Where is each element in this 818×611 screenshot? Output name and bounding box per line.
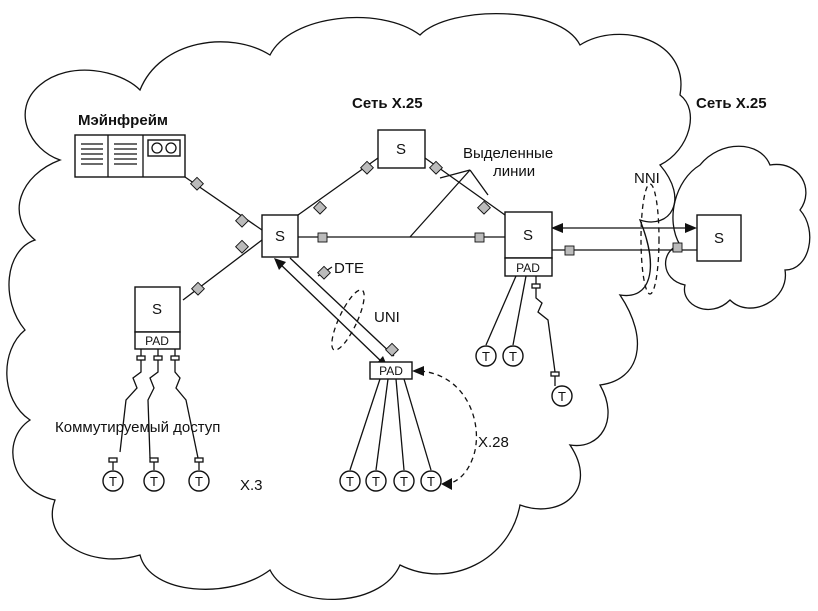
terminal-left-2-label: T bbox=[150, 474, 158, 489]
pad-standalone-label: PAD bbox=[379, 364, 403, 378]
switch-top-label: S bbox=[396, 141, 406, 158]
switch-remote: S bbox=[696, 214, 742, 262]
links bbox=[182, 157, 697, 301]
switch-remote-label: S bbox=[714, 230, 724, 247]
leased-lines-label-2: линии bbox=[493, 163, 535, 180]
leased-lines-label-1: Выделенные bbox=[463, 145, 553, 162]
center-pad-lines bbox=[349, 378, 432, 471]
switch-top: S bbox=[377, 129, 426, 169]
left-pad-connectors bbox=[108, 349, 204, 470]
ports bbox=[189, 160, 683, 357]
dte-label: DTE bbox=[334, 260, 364, 277]
terminal-center-3-label: T bbox=[400, 474, 408, 489]
pad-right-label: PAD bbox=[516, 261, 540, 275]
switch-central-label: S bbox=[275, 228, 285, 245]
terminal-left-2: T bbox=[143, 470, 165, 492]
network-remote-label: Сеть X.25 bbox=[696, 95, 767, 112]
pad-standalone: PAD bbox=[369, 361, 413, 380]
terminal-center-1: T bbox=[339, 470, 361, 492]
terminal-center-2-label: T bbox=[372, 474, 380, 489]
uni-label: UNI bbox=[374, 309, 400, 326]
nni-arrow bbox=[551, 183, 697, 295]
switch-left-label: S bbox=[152, 301, 162, 318]
nni-label: NNI bbox=[634, 170, 660, 187]
x3-label: X.3 bbox=[240, 477, 263, 494]
terminal-right-1-label: T bbox=[482, 349, 490, 364]
terminal-right-2: T bbox=[502, 345, 524, 367]
terminal-left-1: T bbox=[102, 470, 124, 492]
terminal-center-3: T bbox=[393, 470, 415, 492]
right-pad-lines bbox=[485, 275, 560, 386]
x28-arrow bbox=[412, 366, 478, 490]
terminal-center-4-label: T bbox=[427, 474, 435, 489]
terminal-right-3: T bbox=[551, 385, 573, 407]
switch-left: S PAD bbox=[134, 286, 181, 350]
switch-right: S PAD bbox=[504, 211, 553, 277]
terminal-left-3: T bbox=[188, 470, 210, 492]
terminal-left-3-label: T bbox=[195, 474, 203, 489]
mainframe-label: Мэйнфрейм bbox=[78, 112, 168, 129]
switch-right-label: S bbox=[523, 227, 533, 244]
mainframe bbox=[74, 134, 186, 178]
terminal-right-2-label: T bbox=[509, 349, 517, 364]
terminal-left-1-label: T bbox=[109, 474, 117, 489]
terminal-center-2: T bbox=[365, 470, 387, 492]
terminal-right-1: T bbox=[475, 345, 497, 367]
switch-central: S bbox=[261, 214, 299, 258]
x28-label: X.28 bbox=[478, 434, 509, 451]
main-network-cloud bbox=[6, 12, 691, 601]
terminal-center-1-label: T bbox=[346, 474, 354, 489]
network-main-label: Сеть X.25 bbox=[352, 95, 423, 112]
terminal-right-3-label: T bbox=[558, 389, 566, 404]
terminal-center-4: T bbox=[420, 470, 442, 492]
pad-left-label: PAD bbox=[145, 334, 169, 348]
dialup-label: Коммутируемый доступ bbox=[55, 419, 220, 436]
